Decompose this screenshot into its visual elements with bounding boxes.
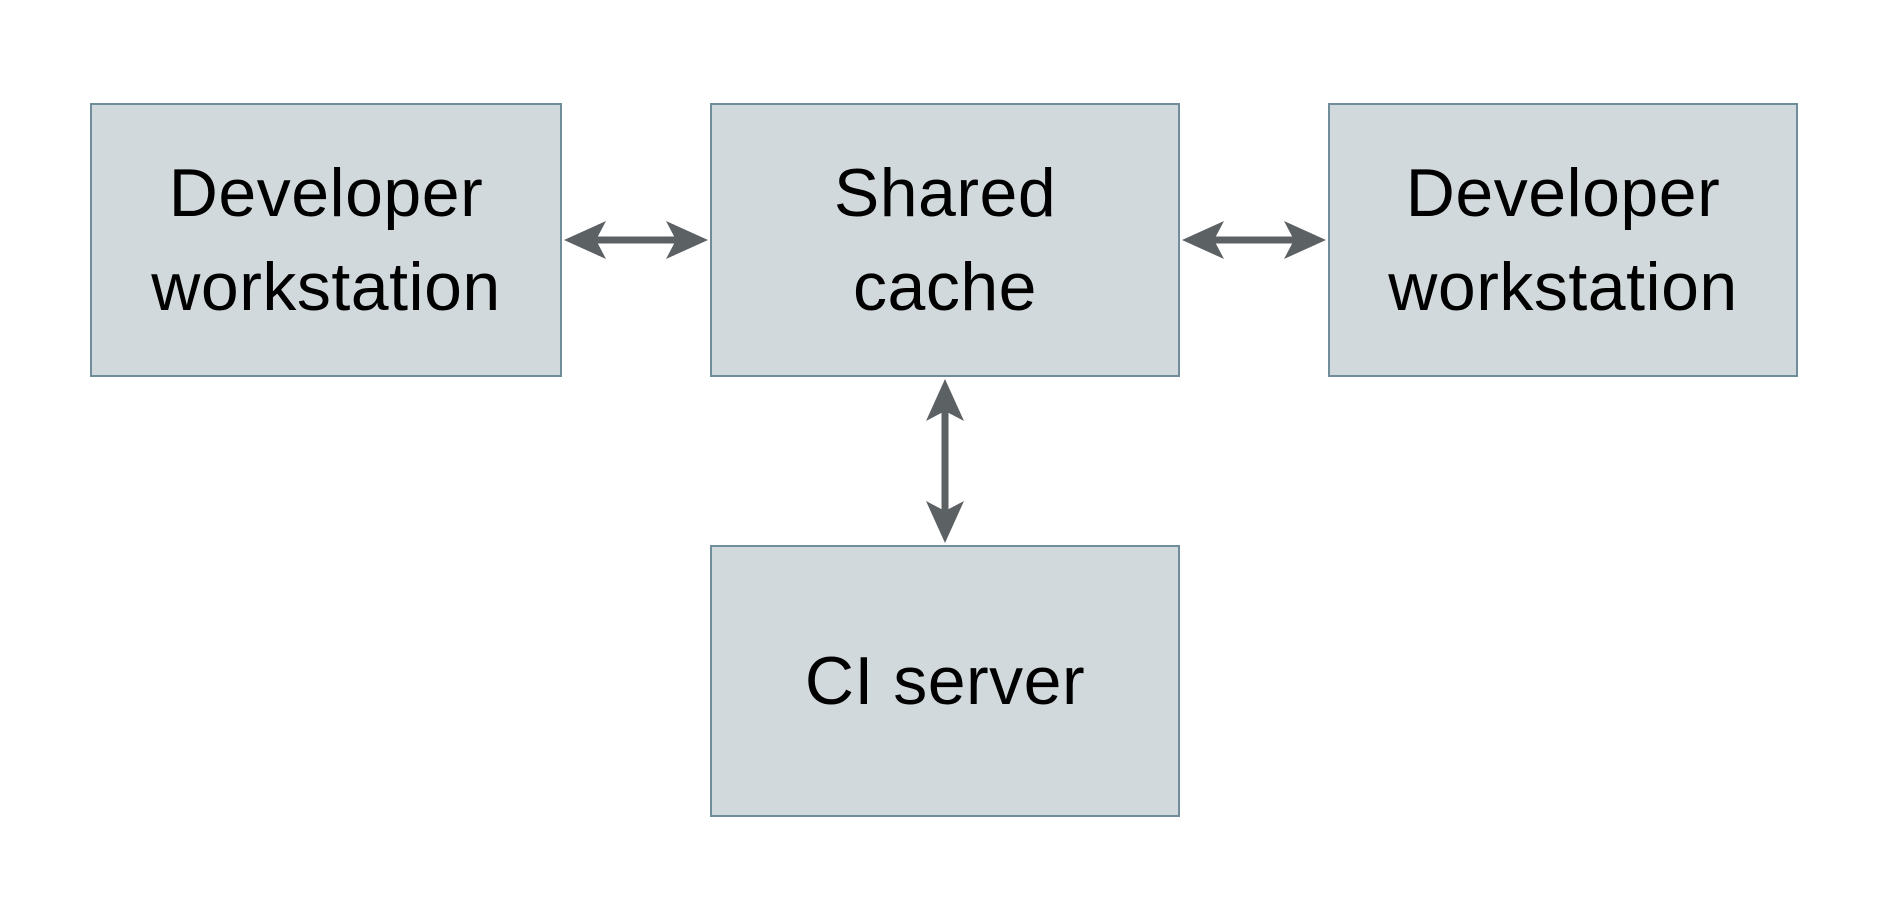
node-label: Shared cache: [833, 155, 1057, 325]
node-developer-workstation-left: Developer workstation: [90, 103, 562, 377]
node-label: Developer workstation: [151, 155, 501, 325]
node-shared-cache: Shared cache: [710, 103, 1180, 377]
double-arrow-vertical-icon: [926, 379, 964, 543]
node-label: Developer workstation: [1388, 155, 1738, 325]
node-ci-server: CI server: [710, 545, 1180, 817]
double-arrow-horizontal-icon: [1182, 221, 1326, 259]
double-arrow-horizontal-icon: [564, 221, 708, 259]
bidirectional-arrow-shared-cache-to-ci-server: [923, 377, 967, 545]
bidirectional-arrow-shared-cache-to-right-workstation: [1180, 218, 1328, 262]
node-label: CI server: [804, 643, 1086, 719]
bidirectional-arrow-left-workstation-to-shared-cache: [562, 218, 710, 262]
node-developer-workstation-right: Developer workstation: [1328, 103, 1798, 377]
